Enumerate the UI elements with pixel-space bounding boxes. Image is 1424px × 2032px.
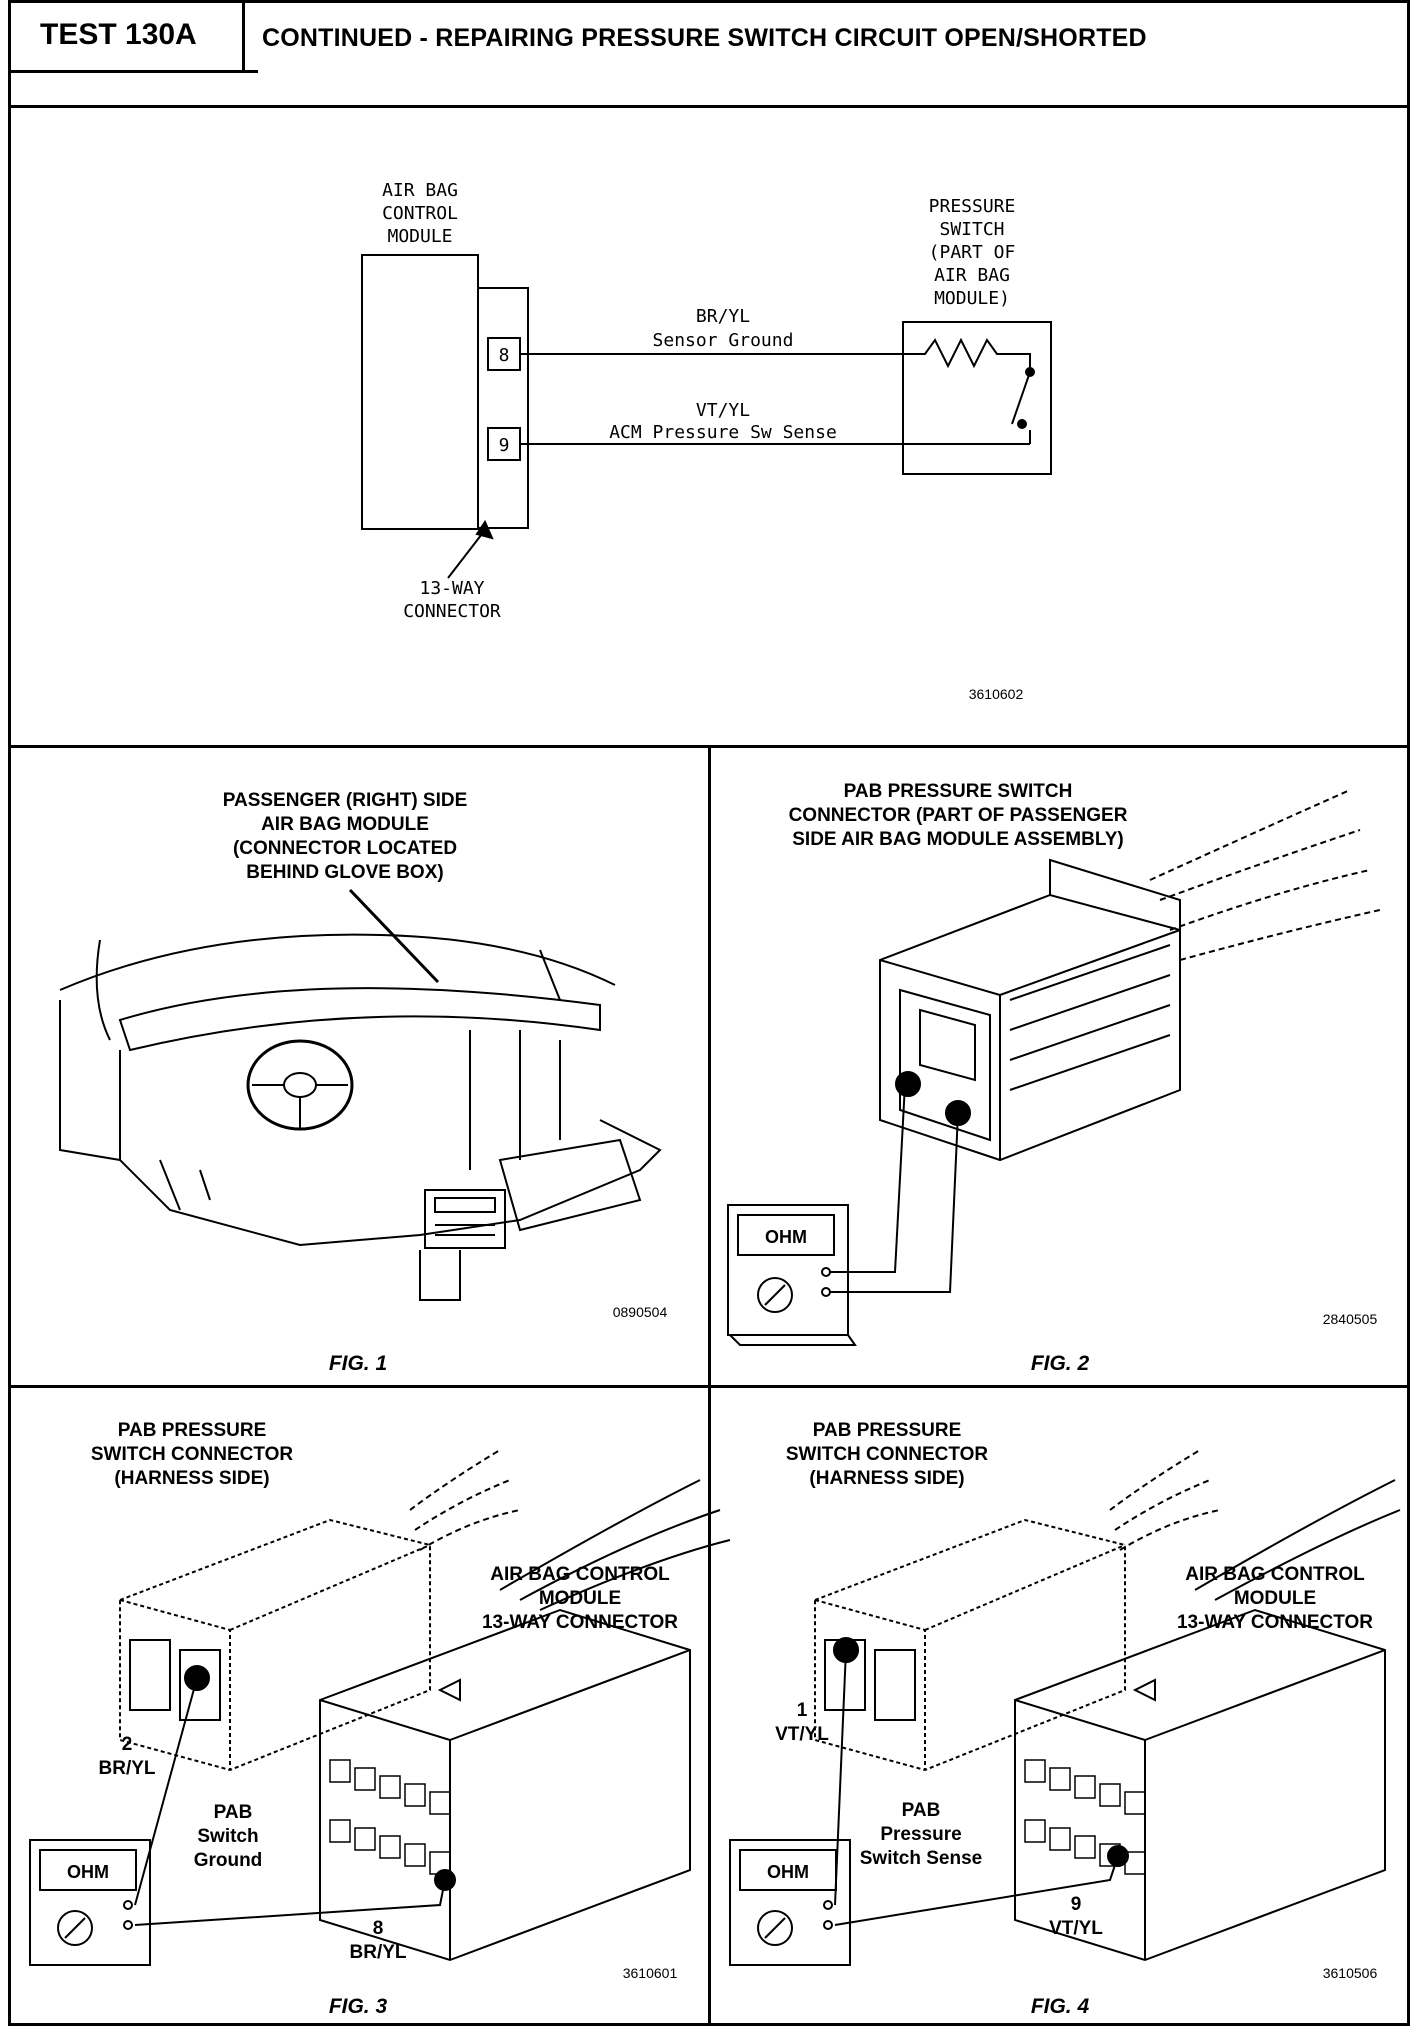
switch-contact (1011, 371, 1031, 425)
header-divider (242, 0, 245, 70)
switch-label-2: SWITCH (939, 219, 1004, 240)
connector-arrow-line (447, 529, 486, 579)
wire-top-name: Sensor Ground (653, 330, 794, 351)
connector-label-2: CONNECTOR (403, 601, 501, 622)
acm-label-3: MODULE (387, 226, 452, 247)
fig1-labels: PASSENGER (RIGHT) SIDE AIR BAG MODULE (C… (223, 790, 468, 883)
fig3-label-2: SWITCH CONNECTOR (91, 1444, 294, 1465)
resistor-symbol (903, 337, 1031, 372)
schematic-text: AIR BAG CONTROL MODULE 8 9 BR/YL Sensor … (382, 180, 1015, 622)
fig4-code: 3610506 (1323, 1965, 1378, 1981)
fig4-label-2: SWITCH CONNECTOR (786, 1444, 989, 1465)
fig3-label-1: PAB PRESSURE (118, 1420, 267, 1441)
fig2-label-3: SIDE AIR BAG MODULE ASSEMBLY) (792, 829, 1123, 850)
acm-box (361, 254, 479, 530)
wire-top-color: BR/YL (696, 306, 750, 327)
test-id: TEST 130A (40, 18, 197, 51)
fig4-caption: FIG. 4 (1031, 1995, 1090, 2018)
fig3-circuit-2: Switch (197, 1826, 258, 1847)
fig3-meter-label: OHM (67, 1862, 109, 1882)
fig2-label-2: CONNECTOR (PART OF PASSENGER (789, 805, 1128, 826)
fig2-meter-label: OHM (765, 1227, 807, 1247)
fig1-label-2: AIR BAG MODULE (261, 814, 429, 835)
fig2-code: 2840505 (1323, 1311, 1378, 1327)
fig3-pin-b-number: 8 (373, 1918, 384, 1939)
fig4-pin-b-number: 9 (1071, 1894, 1082, 1915)
schematic (361, 254, 1052, 579)
fig4-labels: PAB PRESSURE SWITCH CONNECTOR (HARNESS S… (775, 1420, 1373, 1939)
acm-label-1: AIR BAG (382, 180, 458, 201)
figures-mid-rule (8, 1385, 1410, 1388)
fig3-drawing (29, 1449, 731, 1966)
fig3-pin-a-number: 2 (122, 1734, 133, 1755)
fig3-label-3: (HARNESS SIDE) (114, 1468, 269, 1489)
wire-bottom-color: VT/YL (696, 400, 750, 421)
fig4-pin-a-color: VT/YL (775, 1724, 829, 1745)
fig3-circuit-3: Ground (194, 1850, 263, 1871)
switch-label-1: PRESSURE (929, 196, 1016, 217)
fig4-pin-b-color: VT/YL (1049, 1918, 1103, 1939)
switch-label-5: MODULE) (934, 288, 1010, 309)
connector-label-1: 13-WAY (419, 578, 484, 599)
fig4-acm-label-2: MODULE (1234, 1588, 1316, 1609)
fig1-code: 0890504 (613, 1304, 668, 1320)
schematic-code: 3610602 (969, 686, 1024, 702)
switch-label-3: (PART OF (929, 242, 1016, 263)
fig2-labels: PAB PRESSURE SWITCH CONNECTOR (PART OF P… (789, 781, 1128, 850)
fig4-drawing (729, 1449, 1401, 1966)
switch-box (902, 321, 1052, 475)
acm-connector-box (477, 287, 529, 529)
fig2-label-1: PAB PRESSURE SWITCH (844, 781, 1073, 802)
pin-9-label: 9 (499, 435, 510, 456)
dashboard-illustration (59, 888, 662, 1301)
fig3-acm-label-3: 13-WAY CONNECTOR (482, 1612, 678, 1633)
fig1-caption: FIG. 1 (329, 1352, 387, 1375)
fig1-label-3: (CONNECTOR LOCATED (233, 838, 457, 859)
fig4-circuit-1: PAB (902, 1800, 941, 1821)
header-bottom-rule (8, 105, 1410, 108)
fig3-labels: PAB PRESSURE SWITCH CONNECTOR (HARNESS S… (91, 1420, 678, 1963)
fig3-code: 3610601 (623, 1965, 678, 1981)
fig2-caption: FIG. 2 (1031, 1352, 1090, 1375)
fig4-circuit-2: Pressure (880, 1824, 961, 1845)
page-title: CONTINUED - REPAIRING PRESSURE SWITCH CI… (262, 24, 1147, 52)
fig1-label-1: PASSENGER (RIGHT) SIDE (223, 790, 468, 811)
fig1-label-4: BEHIND GLOVE BOX) (246, 862, 443, 883)
fig4-pin-a-number: 1 (797, 1700, 808, 1721)
fig4-acm-label-3: 13-WAY CONNECTOR (1177, 1612, 1373, 1633)
switch-label-4: AIR BAG (934, 265, 1010, 286)
header-rule (8, 70, 258, 73)
fig3-caption: FIG. 3 (329, 1995, 388, 2018)
fig3-acm-label-2: MODULE (539, 1588, 621, 1609)
acm-label-2: CONTROL (382, 203, 458, 224)
wire-bottom-name: ACM Pressure Sw Sense (609, 422, 837, 443)
fig4-meter-label: OHM (767, 1862, 809, 1882)
fig4-label-3: (HARNESS SIDE) (809, 1468, 964, 1489)
fig2-connector (727, 789, 1381, 1346)
pin-8-label: 8 (499, 345, 510, 366)
fig4-circuit-3: Switch Sense (860, 1848, 983, 1869)
fig3-pin-b-color: BR/YL (350, 1942, 407, 1963)
fig3-circuit-1: PAB (214, 1802, 253, 1823)
fig4-label-1: PAB PRESSURE (813, 1420, 962, 1441)
fig3-pin-a-color: BR/YL (99, 1758, 156, 1779)
